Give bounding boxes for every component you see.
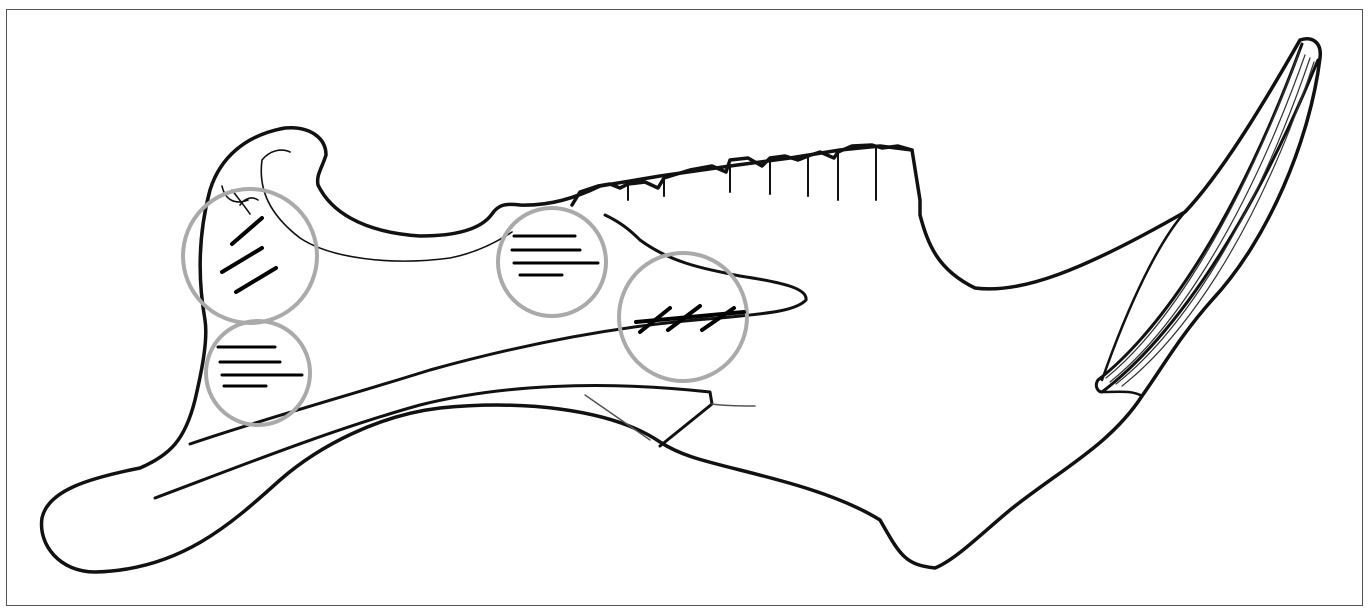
angle-region [206,321,310,425]
condyle-region [183,189,317,323]
incisor-tooth [1096,44,1318,392]
incisor-hatching [1106,50,1314,386]
molar-teeth [572,145,912,205]
angle-cut-marks [218,347,302,386]
mid-body-cut-marks [636,306,744,332]
condyle-cut-marks [222,218,276,292]
angle-highlight-circle [206,321,310,425]
symphysis-line [585,395,755,440]
molar-cut-marks [512,236,598,275]
cut-mark [236,268,276,292]
mandible-outline [42,39,1321,572]
cut-mark [232,218,262,244]
mandible-outer-contour [42,39,1321,572]
condyle-inner-line [232,150,512,261]
molar-region [498,208,606,316]
tooth-divisions [628,146,876,200]
lower-canal-line [155,386,712,498]
cut-mark [222,248,262,272]
